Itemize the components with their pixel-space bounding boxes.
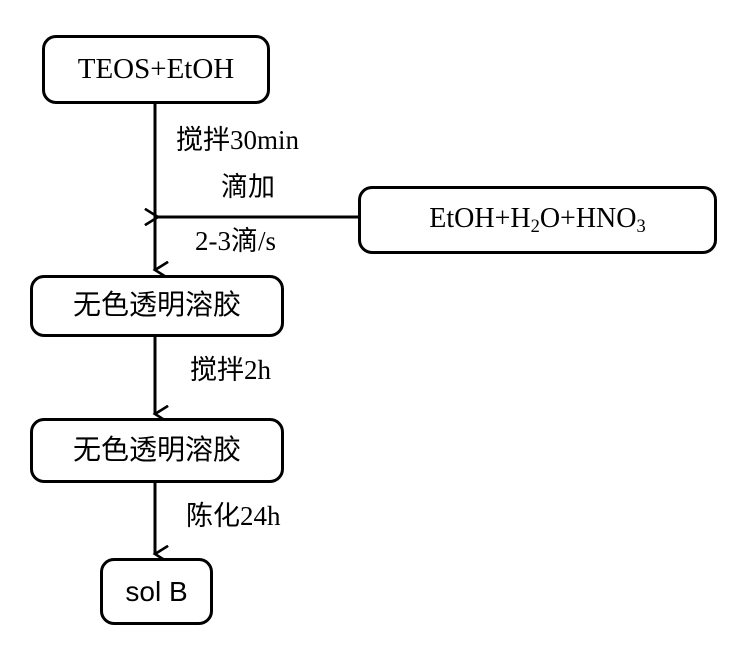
node-sol-b-label: sol B [125,575,188,607]
reagents-sub-3: 3 [636,215,646,236]
edge-label-aging-24h: 陈化24h [186,501,281,531]
node-teos-etoh-label: TEOS+EtOH [77,53,235,85]
node-colorless-transparent-sol-1-label: 无色透明溶胶 [72,290,241,321]
edge-label-drip-rate: 2-3滴/s [195,226,276,256]
edge-label-stir-2h: 搅拌2h [190,355,271,385]
edge-label-stir-30min: 搅拌30min [176,125,300,155]
reagents-sub-2: 2 [530,215,540,236]
node-teos-etoh[interactable]: TEOS+EtOH [42,35,270,104]
node-reagents[interactable]: EtOH+H2O+HNO3 [358,186,717,254]
node-sol-b[interactable]: sol B [100,558,213,625]
node-colorless-transparent-sol-1[interactable]: 无色透明溶胶 [30,275,284,337]
node-colorless-transparent-sol-2-label: 无色透明溶胶 [72,434,241,466]
edge-label-drip: 滴加 [221,172,275,202]
node-colorless-transparent-sol-2[interactable]: 无色透明溶胶 [30,418,284,483]
reagents-mid: O+HNO [539,202,637,234]
node-reagents-label: EtOH+H2O+HNO3 [429,202,646,236]
reagents-prefix: EtOH+H [429,202,531,234]
